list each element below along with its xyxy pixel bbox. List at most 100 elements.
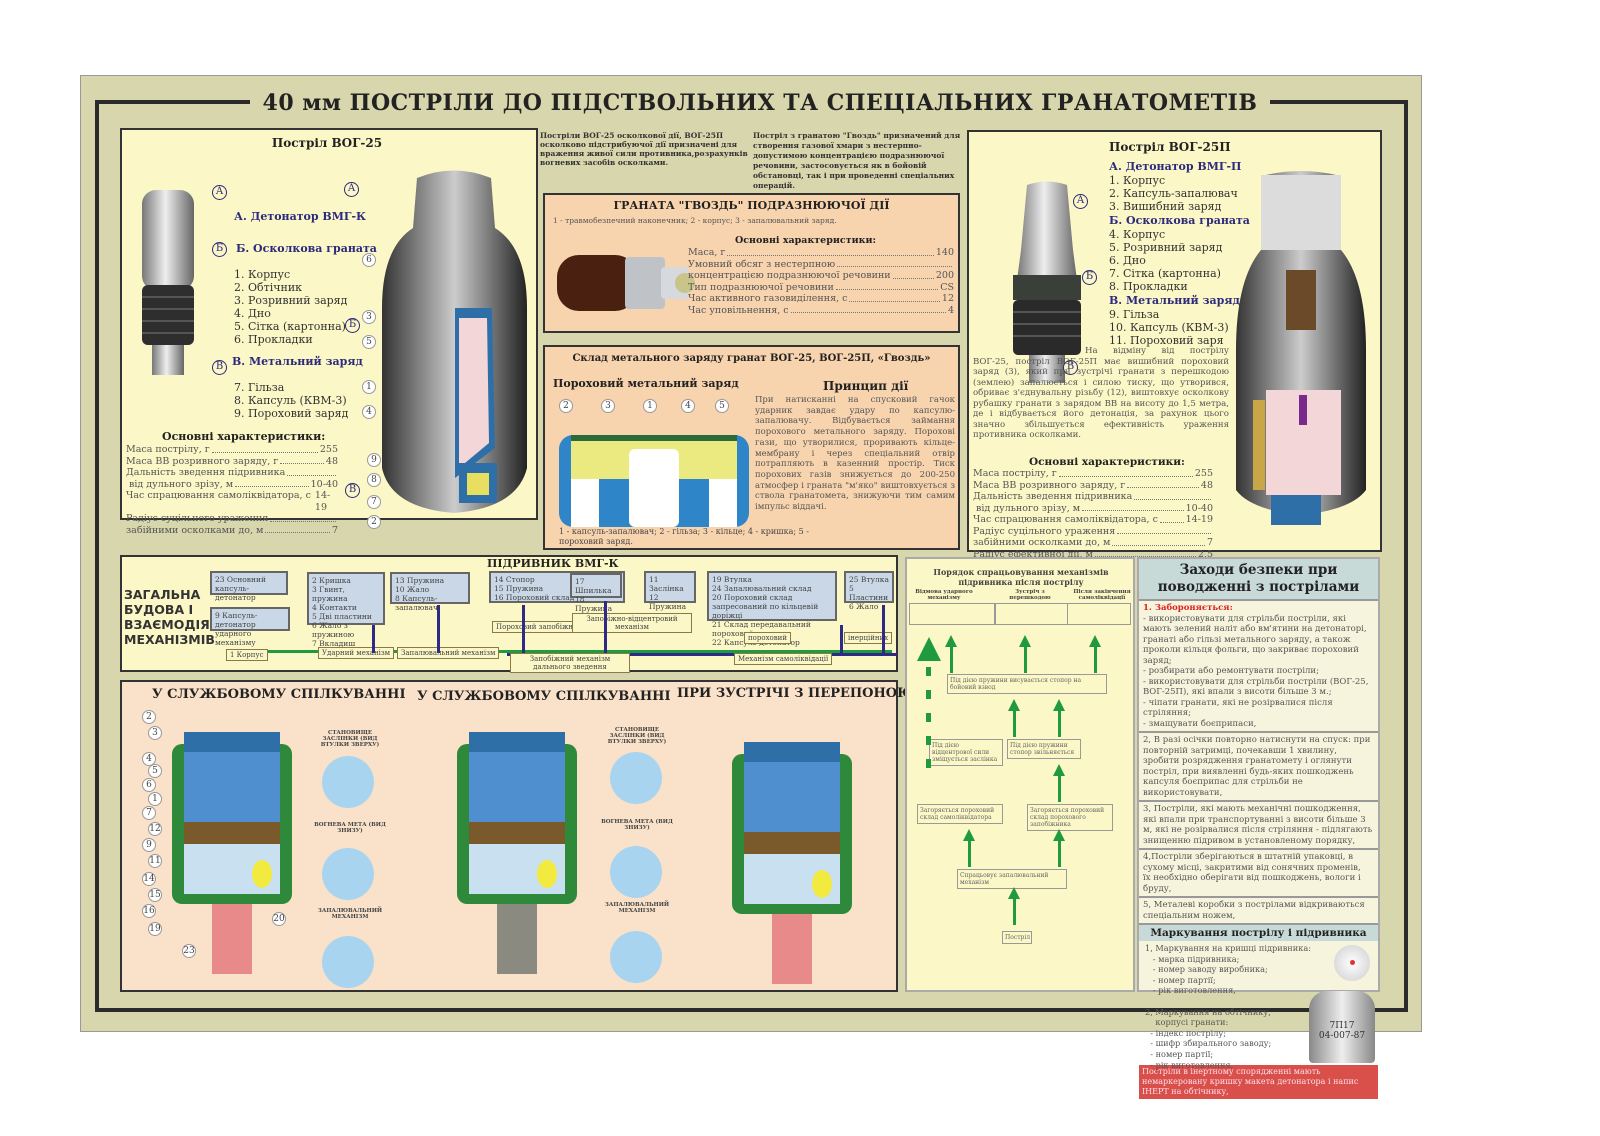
gvozd-grenade-photo: [557, 255, 695, 311]
vog25p-cutaway-diagram: [1236, 171, 1366, 525]
state-title: ПРИ ЗУСТРІЧІ З ПЕРЕПОНОЮ: [677, 686, 914, 701]
marking-text: 1, Маркування на кришці підривника: - ма…: [1145, 943, 1311, 1070]
group-v-label: В. Метальний заряд: [232, 355, 363, 368]
safety-heading: Заходи безпеки при поводженні з постріла…: [1139, 559, 1378, 601]
group-a-label: А. Детонатор ВМГ-К: [234, 210, 367, 223]
callout-number: 4: [362, 405, 376, 419]
sequence-step: Загоряється пороховий склад порохового з…: [1027, 804, 1113, 831]
callout-number: 12: [148, 822, 162, 836]
green-arrow-shaft: [1058, 711, 1061, 737]
spec-leader: [1112, 537, 1205, 546]
spec-label: Радіус суцільного ураження: [126, 513, 269, 524]
green-arrow-icon: [1089, 635, 1101, 647]
callout-number: 2: [142, 710, 156, 724]
marker-a: А: [1073, 194, 1088, 209]
part-item: 7. Сітка (картонна): [1109, 267, 1221, 280]
callout-number: 1: [362, 380, 376, 394]
sequence-box: [1067, 603, 1131, 625]
group-b-label: Б. Осколкова граната: [236, 242, 377, 255]
blue-arrow-shaft: [604, 601, 607, 653]
dashed-line-segment: [926, 713, 931, 722]
marker-a: А: [344, 182, 359, 197]
inert-warning: Постріли в інертному спорядженні мають н…: [1139, 1065, 1378, 1099]
blue-arrow-shaft: [840, 625, 843, 653]
specs-title: Основні характеристики:: [162, 430, 326, 443]
intro-vog25: Постріли ВОГ-25 осколкової дії, ВОГ-25П …: [540, 131, 748, 167]
inset-caption: ЗАПАЛЮВАЛЬНИЙ МЕХАНІЗМ: [604, 902, 670, 914]
callout-number: 2: [367, 515, 381, 529]
principle-text: При натисканні на спусковий гачок ударни…: [755, 395, 955, 513]
spec-value: 10-40: [1185, 502, 1213, 514]
sequence-step: Під дією пружини висувається стопор на б…: [947, 674, 1107, 694]
marker-v: В: [345, 483, 360, 498]
mechanism-box: 23 Основний капсуль-детонатор: [210, 571, 288, 602]
spec-value: 255: [319, 444, 338, 455]
callout-number: 3: [148, 726, 162, 740]
safety-text: - використовувати для стрільби постріли,…: [1143, 613, 1369, 729]
fuse-cap-photo: [1334, 945, 1370, 981]
callout-number: 9: [367, 453, 381, 467]
inset-diagram: [322, 756, 374, 808]
spec-leader: [892, 270, 934, 279]
callout-number: 20: [272, 912, 286, 926]
forbidden-label: 1. Забороняється:: [1143, 603, 1233, 613]
spec-label: Час спрацювання самоліквідатора, с: [973, 514, 1158, 525]
spec-value: 2,5: [1197, 548, 1213, 560]
spec-value: 14-19: [314, 490, 331, 513]
callout-number: 5: [148, 764, 162, 778]
spec-label: Радіус суцільного ураження: [973, 525, 1116, 537]
green-arrow-icon: [963, 829, 975, 841]
safety-item: 3, Постріли, які мають механічні пошкодж…: [1139, 802, 1378, 850]
spec-value: 12: [941, 293, 954, 304]
safety-item: 5, Металеві коробки з пострілами відкрив…: [1139, 898, 1378, 925]
green-arrow-shaft: [968, 841, 971, 867]
callout-number: 5: [715, 399, 729, 413]
vog25p-note: На відміну від пострілу ВОГ-25, постріл …: [973, 346, 1229, 440]
spec-label: Дальність зведення підривника: [126, 467, 286, 478]
spec-value: 4: [947, 304, 954, 316]
callout-number: 16: [142, 904, 156, 918]
callout-number: 7: [367, 495, 381, 509]
part-item: 1. Корпус: [1109, 174, 1166, 187]
spec-leader: [790, 305, 946, 313]
spec-leader: [211, 444, 318, 453]
fuse-cutaway-1: [162, 724, 302, 974]
mechanism-interaction-panel: ЗАГАЛЬНА БУДОВА І ВЗАЄМОДІЯ МЕХАНІЗМІВ П…: [120, 555, 898, 673]
dashed-line-segment: [926, 667, 931, 676]
spec-leader: [1127, 480, 1199, 488]
part-item: 3. Розривний заряд: [234, 294, 348, 307]
inset-diagram: [322, 936, 374, 988]
charge-legend: 1 - капсуль-запалювач; 2 - гільза; 3 - к…: [559, 527, 809, 546]
blue-arrow-shaft: [882, 605, 885, 653]
mechanism-label: 1 Корпус: [226, 649, 268, 661]
callout-number: 9: [142, 838, 156, 852]
mechanism-box: 9 Капсуль-детонатор ударного механізму: [210, 607, 290, 647]
inset-diagram: [610, 931, 662, 983]
spec-leader: [287, 467, 336, 476]
spec-value: 48: [1200, 479, 1213, 491]
spec-leader: [1094, 549, 1196, 557]
spec-label: концентрацією подразнюючої речовини: [688, 270, 891, 281]
intro-gvozd: Постріл з гранатою "Гвоздь" призначений …: [753, 131, 961, 190]
spec-value: 10-40: [310, 478, 338, 490]
dashed-line-segment: [926, 759, 931, 768]
green-arrow-icon: [1008, 699, 1020, 711]
mechanism-label: Ударний механізм: [318, 647, 395, 659]
spec-leader: [1082, 503, 1184, 511]
inset-caption: ВОГНЕВА МЕТА (ВИД ЗНИЗУ): [314, 822, 386, 834]
sequence-heading: Порядок спрацьовування механізмів підрив…: [933, 567, 1109, 587]
part-item: 8. Капсуль (КВМ-3): [234, 394, 347, 407]
inset-caption: СТАНОВИЩЕ ЗАСЛІНКИ (ВИД ВТУЛКИ ЗВЕРХУ): [607, 727, 667, 745]
spec-label: Час уповільнення, с: [688, 304, 789, 316]
sequence-box: [909, 603, 995, 625]
sequence-step: Під дією пружини стопор звільняється: [1007, 739, 1081, 759]
callout-number: 11: [148, 854, 162, 868]
dashed-line-segment: [926, 736, 931, 745]
